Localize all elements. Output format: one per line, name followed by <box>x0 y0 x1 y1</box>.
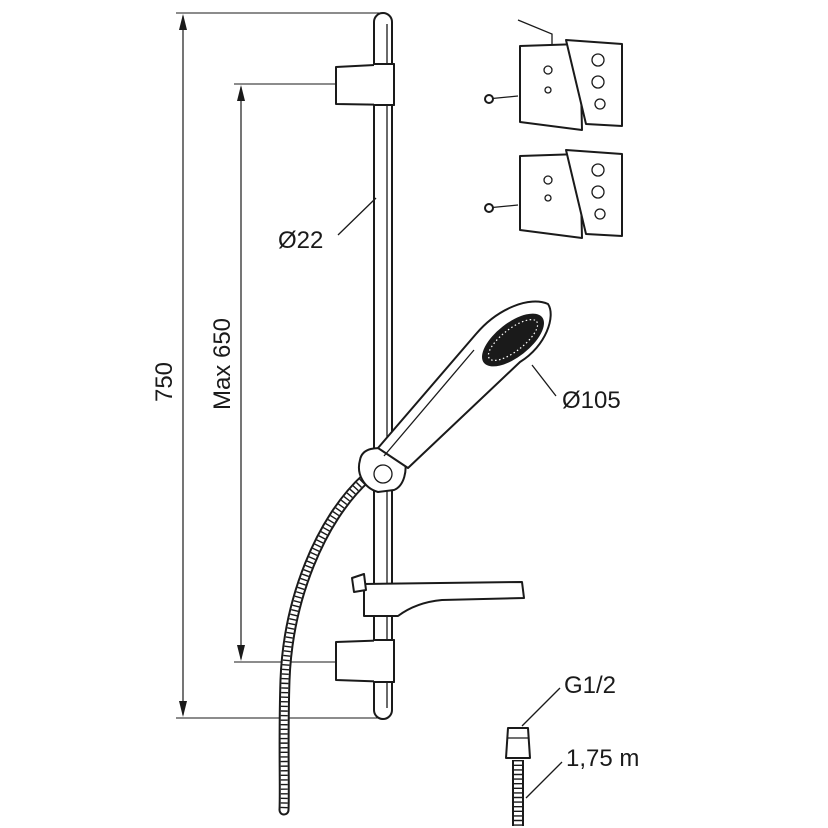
shower-hose <box>278 472 372 816</box>
soap-dish-tray <box>363 581 525 617</box>
arrow-lower <box>237 645 245 661</box>
screw-head-bottom <box>484 203 494 213</box>
clip-detail-bottom-a <box>591 163 605 177</box>
hose-length-label: 1,75 m <box>566 745 639 772</box>
rail-diameter-callout: Ø22 <box>278 197 377 254</box>
head-diameter-leader <box>531 364 557 397</box>
lower-bracket-clamp <box>374 639 395 683</box>
clip-detail-top-b <box>591 75 605 89</box>
head-diameter-label: Ø105 <box>562 387 621 414</box>
arrow-bottom <box>179 701 187 717</box>
rail-diameter-leader <box>337 197 377 236</box>
hand-shower-handle-edge <box>383 349 475 457</box>
holder-pivot <box>373 464 393 484</box>
bracket-exploded-view-top <box>484 19 623 131</box>
clip-detail-bottom-c <box>594 208 606 220</box>
dimension-total-length: 750 <box>151 12 382 719</box>
head-diameter-callout: Ø105 <box>531 364 621 414</box>
lower-wall-bracket <box>335 639 395 683</box>
bracket-hole-bottom-b <box>544 194 552 202</box>
bracket-clip-bottom <box>565 149 623 237</box>
total-length-label: 750 <box>151 362 178 402</box>
clip-detail-top-a <box>591 53 605 67</box>
arrow-top <box>179 14 187 30</box>
bracket-clip-top <box>565 39 623 127</box>
soap-dish <box>351 573 525 617</box>
thread-leader <box>521 687 561 727</box>
hand-shower-spray-nozzles <box>487 318 539 362</box>
allen-key <box>517 19 553 48</box>
bracket-hole-top-a <box>543 65 553 75</box>
hand-shower-spray-face <box>482 313 544 367</box>
hose-connector-detail: G1/2 1,75 m <box>505 672 639 826</box>
clip-detail-top-c <box>594 98 606 110</box>
screw-head-top <box>484 94 494 104</box>
bracket-hole-bottom-a <box>543 175 553 185</box>
clip-detail-bottom-b <box>591 185 605 199</box>
bracket-plate-top <box>519 43 583 131</box>
hose-length-leader <box>525 761 563 799</box>
rail-diameter-label: Ø22 <box>278 227 323 254</box>
dimension-bracket-spacing: Max 650 <box>209 83 338 663</box>
upper-bracket-clamp <box>374 63 395 106</box>
thread-label: G1/2 <box>564 672 616 699</box>
soap-dish-clip <box>351 573 367 593</box>
hose-nut <box>505 727 531 759</box>
bracket-spacing-label: Max 650 <box>209 318 236 410</box>
upper-wall-bracket <box>335 63 395 106</box>
arrow-upper <box>237 85 245 101</box>
bracket-hole-top-b <box>544 86 552 94</box>
bracket-exploded-view-bottom <box>484 149 623 239</box>
hand-shower <box>377 300 552 469</box>
